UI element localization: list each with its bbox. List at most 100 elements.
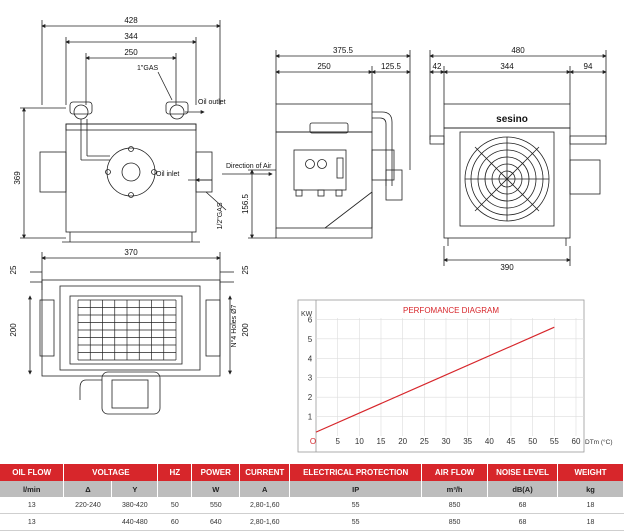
label-holes: N°4 Holes Ø7: [230, 304, 238, 347]
chart-y-label: KW: [301, 311, 313, 318]
dim-369: 369: [13, 171, 22, 185]
table-cell: 550: [191, 497, 241, 514]
x-tick-label: 45: [507, 437, 516, 446]
table-cell: 50: [157, 497, 193, 514]
table-cell: 220-240: [63, 497, 113, 514]
x-tick-label: 20: [398, 437, 407, 446]
x-tick-label: 10: [355, 437, 364, 446]
chart-grid: [316, 318, 584, 436]
spec-table: OIL FLOW VOLTAGE HZ POWER CURRENT ELECTR…: [0, 464, 624, 531]
chart-title: PERFOMANCE DIAGRAM: [403, 306, 499, 315]
spec-header-row: OIL FLOW VOLTAGE HZ POWER CURRENT ELECTR…: [0, 464, 624, 481]
table-cell: 13: [0, 497, 65, 514]
x-tick-label: 55: [550, 437, 559, 446]
header-noise-level: NOISE LEVEL: [487, 464, 558, 481]
side-view: [222, 50, 411, 239]
table-cell: 2,80-1,60: [239, 513, 291, 531]
x-tick-label: 60: [572, 437, 581, 446]
x-tick-label: 15: [377, 437, 386, 446]
table-cell: 18: [557, 513, 624, 531]
dim-42: 42: [433, 62, 442, 71]
dim-428: 428: [124, 16, 138, 25]
x-tick-label: 25: [420, 437, 429, 446]
dim-125-5: 125.5: [381, 62, 402, 71]
table-cell: 68: [487, 497, 558, 514]
header-electrical-protection: ELECTRICAL PROTECTION: [289, 464, 423, 481]
table-cell: 60: [157, 513, 193, 531]
dim-370: 370: [124, 248, 138, 257]
header-oil-flow: OIL FLOW: [0, 464, 65, 481]
table-cell: 380-420: [111, 497, 159, 514]
top-view: [20, 20, 227, 243]
unit-cell: m³/h: [421, 481, 489, 497]
technical-drawing: 428 344 250 1"GAS Oil outlet Oil inlet 3…: [9, 16, 613, 453]
dim-200-left: 200: [9, 323, 18, 337]
dim-344-front: 344: [500, 62, 514, 71]
table-cell: 850: [421, 513, 489, 531]
dim-390: 390: [500, 263, 514, 272]
y-tick-label: 2: [308, 393, 313, 402]
x-tick-label: 40: [485, 437, 494, 446]
header-weight: WEIGHT: [557, 464, 624, 481]
header-hz: HZ: [157, 464, 193, 481]
table-cell: 440-480: [111, 513, 159, 531]
unit-cell: kg: [557, 481, 624, 497]
table-cell: 13: [0, 513, 65, 531]
x-tick-label: 35: [463, 437, 472, 446]
dim-25-right: 25: [241, 265, 250, 274]
label-oil-outlet: Oil outlet: [198, 99, 226, 106]
dim-156-5: 156.5: [241, 193, 250, 214]
chart-series: [315, 326, 555, 433]
dim-480: 480: [511, 46, 525, 55]
table-cell: 68: [487, 513, 558, 531]
header-air-flow: AIR FLOW: [421, 464, 489, 481]
label-oil-inlet: Oil inlet: [156, 171, 179, 178]
label-gas-top: 1"GAS: [137, 65, 158, 72]
y-tick-label: 3: [308, 374, 313, 383]
dim-344: 344: [124, 32, 138, 41]
table-cell: 55: [289, 513, 423, 531]
unit-cell: A: [239, 481, 291, 497]
unit-cell: W: [191, 481, 241, 497]
y-tick-label: 5: [308, 335, 313, 344]
header-power: POWER: [191, 464, 241, 481]
spec-units-row: l/min Δ Y W A IP m³/h dB(A) kg: [0, 481, 624, 497]
unit-cell: [157, 481, 193, 497]
y-tick-label: 4: [308, 354, 313, 363]
brand-logo: sesino: [496, 114, 528, 125]
bottom-view: [28, 252, 234, 377]
y-tick-label: 6: [308, 315, 313, 324]
unit-cell: Y: [111, 481, 159, 497]
front-view: [429, 50, 607, 266]
bottom-grid: [77, 299, 177, 361]
label-gas-side: 1/2"GAS: [217, 202, 224, 229]
table-cell: 18: [557, 497, 624, 514]
performance-line: [315, 326, 555, 433]
table-cell: 850: [421, 497, 489, 514]
dim-25-left: 25: [9, 265, 18, 274]
x-tick-label: 50: [528, 437, 537, 446]
table-cell: 55: [289, 497, 423, 514]
dim-200-right: 200: [241, 323, 250, 337]
unit-cell: Δ: [63, 481, 113, 497]
dim-250: 250: [124, 48, 138, 57]
dim-250-side: 250: [317, 62, 331, 71]
unit-cell: IP: [289, 481, 423, 497]
x-tick-label: 30: [442, 437, 451, 446]
table-row: 13 440-480 60 640 2,80-1,60 55 850 68 18: [0, 513, 624, 531]
dim-375-5: 375.5: [333, 46, 354, 55]
chart-origin: O: [310, 437, 316, 446]
dim-94: 94: [584, 62, 593, 71]
table-cell: 2,80-1,60: [239, 497, 291, 514]
table-cell: 640: [191, 513, 241, 531]
unit-cell: dB(A): [487, 481, 558, 497]
label-direction-air: Direction of Air: [226, 163, 272, 170]
table-row: 13 220-240 380-420 50 550 2,80-1,60 55 8…: [0, 497, 624, 514]
unit-cell: l/min: [0, 481, 65, 497]
bottom-motor: [79, 371, 161, 415]
header-current: CURRENT: [239, 464, 291, 481]
header-voltage: VOLTAGE: [63, 464, 159, 481]
